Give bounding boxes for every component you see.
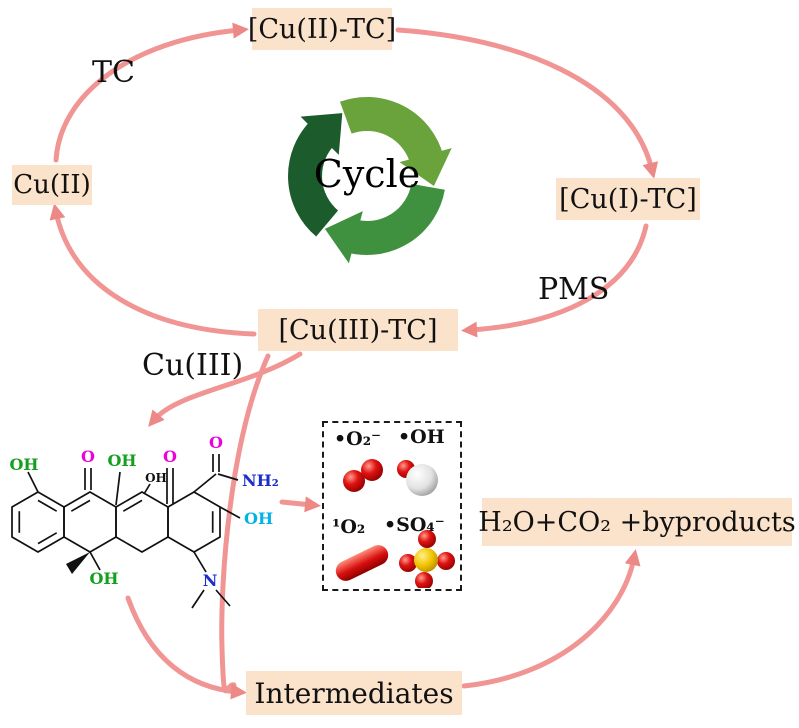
arrow-tc-to-cu2tc: [53, 22, 249, 163]
methyl-wedge-bond: [66, 552, 90, 574]
singlet-oxygen-model: [335, 545, 389, 581]
cycle-segment-top: [339, 97, 452, 186]
superoxide-model: [343, 459, 383, 492]
cycle-segment-bottom: [324, 183, 445, 264]
label-singlet-oxygen: ¹O₂: [332, 516, 365, 538]
arrow-structure-to-ros: [279, 496, 321, 513]
reactive-species-box: •O₂⁻ •OH ¹O₂ •SO₄⁻: [322, 421, 462, 591]
node-cu2: Cu(II): [12, 165, 92, 205]
molecule-label-amide-nh2: NH₂: [242, 471, 279, 490]
label-hydroxyl: •OH: [398, 426, 445, 448]
arrow-structure-to-intermediates: [125, 595, 247, 700]
molecule-label-enol-oh: OH: [107, 451, 136, 470]
arrow-cu3tc-to-cu2: [49, 203, 257, 337]
node-intermediates: Intermediates: [246, 671, 462, 715]
molecule-label-ketone-o-1: O: [81, 447, 95, 466]
molecule-label-oh-bottom: OH: [89, 569, 118, 588]
arrow-cu2tc-to-cu1tc: [395, 27, 659, 179]
node-cu3-tc: [Cu(III)-TC]: [258, 309, 458, 351]
node-cu2-tc: [Cu(II)-TC]: [248, 8, 396, 50]
arrow-cu3tc-to-structure: [148, 351, 303, 427]
sulfate-radical-model: [399, 530, 455, 588]
node-products: H₂O+CO₂ +byproducts: [478, 498, 796, 546]
label-superoxide: •O₂⁻: [334, 428, 381, 450]
reactive-species-graphics: •O₂⁻ •OH ¹O₂ •SO₄⁻: [332, 426, 455, 588]
label-sulfate-radical: •SO₄⁻: [384, 514, 445, 536]
hydroxyl-radical-model: [397, 460, 438, 496]
node-cu1-tc: [Cu(I)-TC]: [556, 178, 700, 220]
cycle-segment-left: [288, 113, 343, 237]
molecule-label-oh-phenol: OH: [9, 455, 38, 474]
molecule-label-oh-small: OH: [145, 471, 167, 485]
arrow-intermediates-to-products: [461, 549, 641, 689]
label-tc: TC: [92, 55, 135, 90]
molecule-label-oh-cyan: OH: [244, 509, 273, 528]
recycle-cycle-icon: [288, 97, 452, 264]
molecule-label-n-dimethyl: N: [203, 571, 218, 590]
label-pms: PMS: [538, 272, 610, 307]
label-cu3: Cu(III): [142, 348, 244, 383]
molecule-label-ketone-o-2: O: [163, 447, 177, 466]
tetracycline-structure: OH O OH OH O O NH₂ OH OH N: [9, 433, 279, 609]
molecule-label-amide-o: O: [209, 433, 223, 452]
cycle-label: Cycle: [313, 152, 421, 196]
arrow-cu1tc-to-cu3tc: [461, 223, 649, 338]
